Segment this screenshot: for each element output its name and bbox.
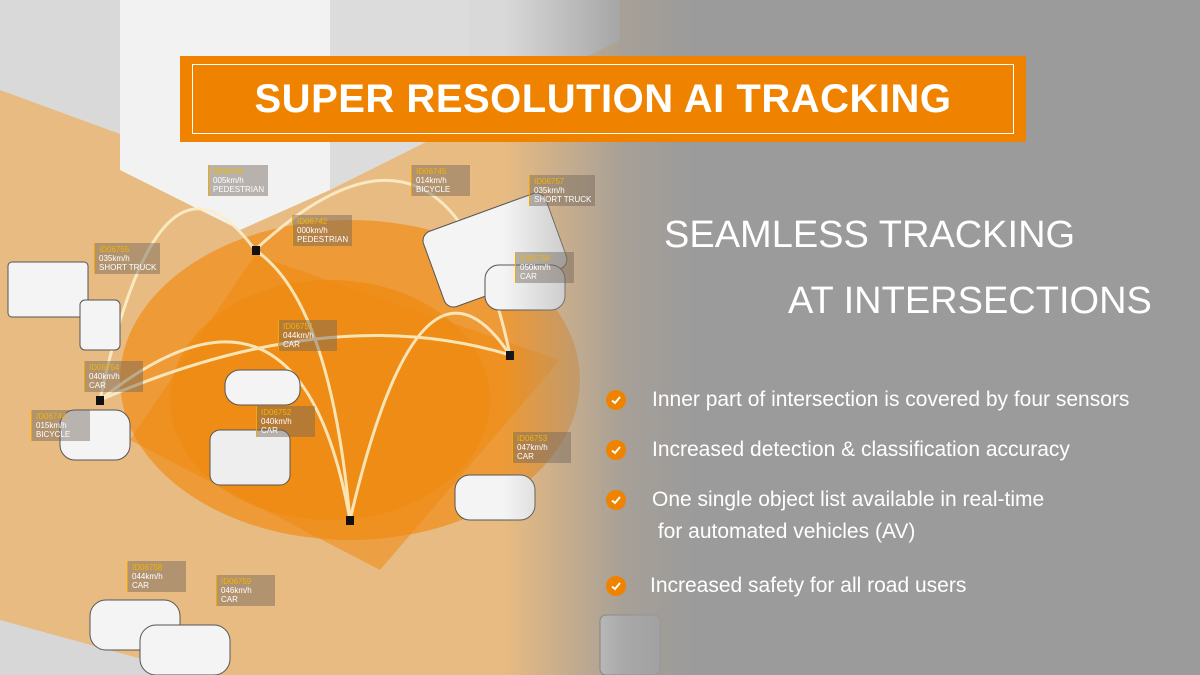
list-item-text: Inner part of intersection is covered by… [652, 388, 1130, 411]
list-item-text: for automated vehicles (AV) [652, 520, 916, 543]
list-item: One single object list available in real… [606, 484, 1044, 548]
check-icon [606, 440, 626, 460]
list-item-text: Increased detection & classification acc… [652, 438, 1070, 461]
list-item: Increased safety for all road users [606, 570, 966, 602]
check-icon [606, 390, 626, 410]
list-item: Inner part of intersection is covered by… [606, 384, 1129, 416]
list-item-text: Increased safety for all road users [650, 574, 967, 597]
list-item: Increased detection & classification acc… [606, 434, 1070, 466]
check-icon [606, 576, 626, 596]
heading-line-2: AT INTERSECTIONS [788, 280, 1152, 322]
check-icon [606, 490, 626, 510]
list-item-text: One single object list available in real… [652, 488, 1045, 511]
title-banner: SUPER RESOLUTION AI TRACKING [180, 56, 1026, 142]
page-title: SUPER RESOLUTION AI TRACKING [254, 76, 952, 121]
heading-line-1: SEAMLESS TRACKING [664, 214, 1076, 256]
